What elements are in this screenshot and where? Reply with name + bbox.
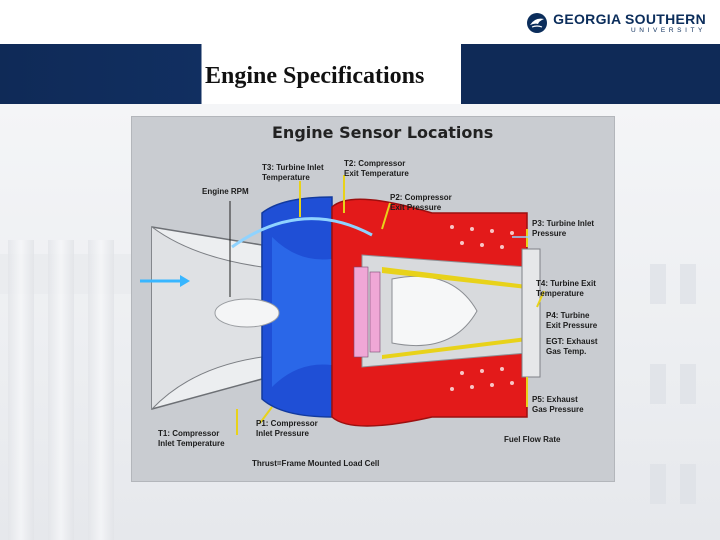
building-column: [88, 240, 114, 540]
yellow-band-top: [382, 267, 527, 289]
yellow-band-bottom: [382, 337, 527, 359]
combustor-holes: [450, 225, 514, 391]
label-engine-rpm: Engine RPM: [202, 187, 249, 196]
sensor-leads: [236, 175, 545, 435]
engine-diagram: Engine Sensor Locations: [131, 116, 615, 482]
engine-cutaway-drawing: [140, 175, 545, 435]
airflow-arrowhead: [180, 275, 190, 287]
eagle-logo-icon: [527, 13, 548, 33]
building-window: [680, 464, 696, 504]
spinner-cone: [214, 298, 280, 328]
building-window: [680, 264, 696, 304]
header-strip: GEORGIA SOUTHERN UNIVERSITY: [0, 0, 720, 44]
compressor-wheel: [272, 237, 342, 387]
university-logo: GEORGIA SOUTHERN UNIVERSITY: [526, 9, 706, 37]
building-window: [650, 364, 666, 404]
slide-title: Engine Specifications: [205, 63, 425, 89]
building-window: [680, 364, 696, 404]
title-bar: [0, 44, 720, 104]
diagram-title: Engine Sensor Locations: [272, 123, 494, 142]
building-column: [48, 240, 74, 540]
exhaust-nozzle: [521, 248, 541, 378]
turbine-blades: [353, 266, 381, 358]
logo-subtitle: UNIVERSITY: [630, 26, 706, 34]
building-window: [650, 464, 666, 504]
air-flow-path: [231, 217, 373, 249]
building-column: [8, 240, 34, 540]
logo-title: GEORGIA SOUTHERN: [553, 10, 706, 27]
label-fuel-flow: Fuel Flow Rate: [504, 435, 561, 444]
label-thrust: Thrust=Frame Mounted Load Cell: [252, 459, 380, 468]
building-window: [650, 264, 666, 304]
title-bar-highlight: [0, 44, 720, 104]
